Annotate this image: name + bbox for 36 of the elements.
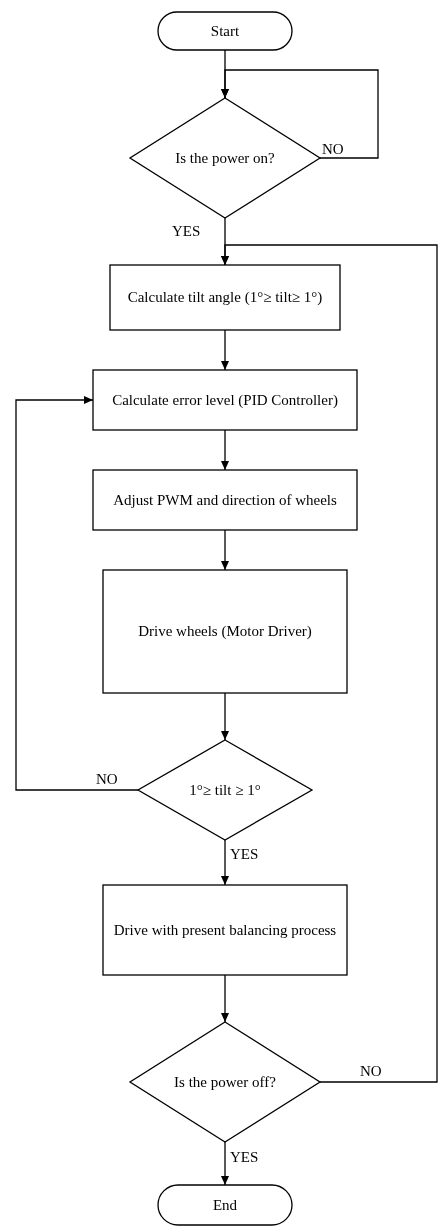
arrow xyxy=(221,529,229,571)
edge-label: NO xyxy=(360,1062,382,1080)
node-label: 1°≥ tilt ≥ 1° xyxy=(189,780,261,800)
node-label: Adjust PWM and direction of wheels xyxy=(113,490,337,510)
terminal-shape xyxy=(157,11,293,51)
arrow xyxy=(221,244,438,1083)
arrow xyxy=(221,974,229,1023)
arrow xyxy=(221,692,229,741)
edge-label: YES xyxy=(230,1148,259,1166)
node-label: Is the power on? xyxy=(175,148,275,168)
process-box xyxy=(92,469,358,531)
arrow xyxy=(221,69,379,159)
edge-label: YES xyxy=(230,845,259,863)
decision-diamond xyxy=(136,739,314,841)
process-box xyxy=(102,569,348,694)
node-label: Is the power off? xyxy=(174,1072,276,1092)
node-label: Calculate tilt angle (1°≥ tilt≥ 1°) xyxy=(127,288,323,307)
arrow xyxy=(221,1141,229,1186)
node-label: Start xyxy=(210,21,240,41)
arrow xyxy=(221,329,229,371)
process-box xyxy=(102,884,348,976)
edge-label: NO xyxy=(96,770,118,788)
node-label: Drive wheels (Motor Driver) xyxy=(138,622,312,641)
node-label: End xyxy=(212,1195,238,1215)
node-label: Calculate error level (PID Controller) xyxy=(112,390,338,410)
arrow xyxy=(221,429,229,471)
edge-label: NO xyxy=(322,140,344,158)
terminal-shape xyxy=(157,1184,293,1226)
decision-diamond xyxy=(128,97,322,219)
edge-label: YES xyxy=(172,222,201,240)
node-label: Drive with present balancing process xyxy=(113,920,337,940)
arrow xyxy=(15,396,139,791)
process-box xyxy=(109,264,341,331)
process-box xyxy=(92,369,358,431)
arrow xyxy=(221,839,229,886)
decision-diamond xyxy=(128,1021,322,1143)
